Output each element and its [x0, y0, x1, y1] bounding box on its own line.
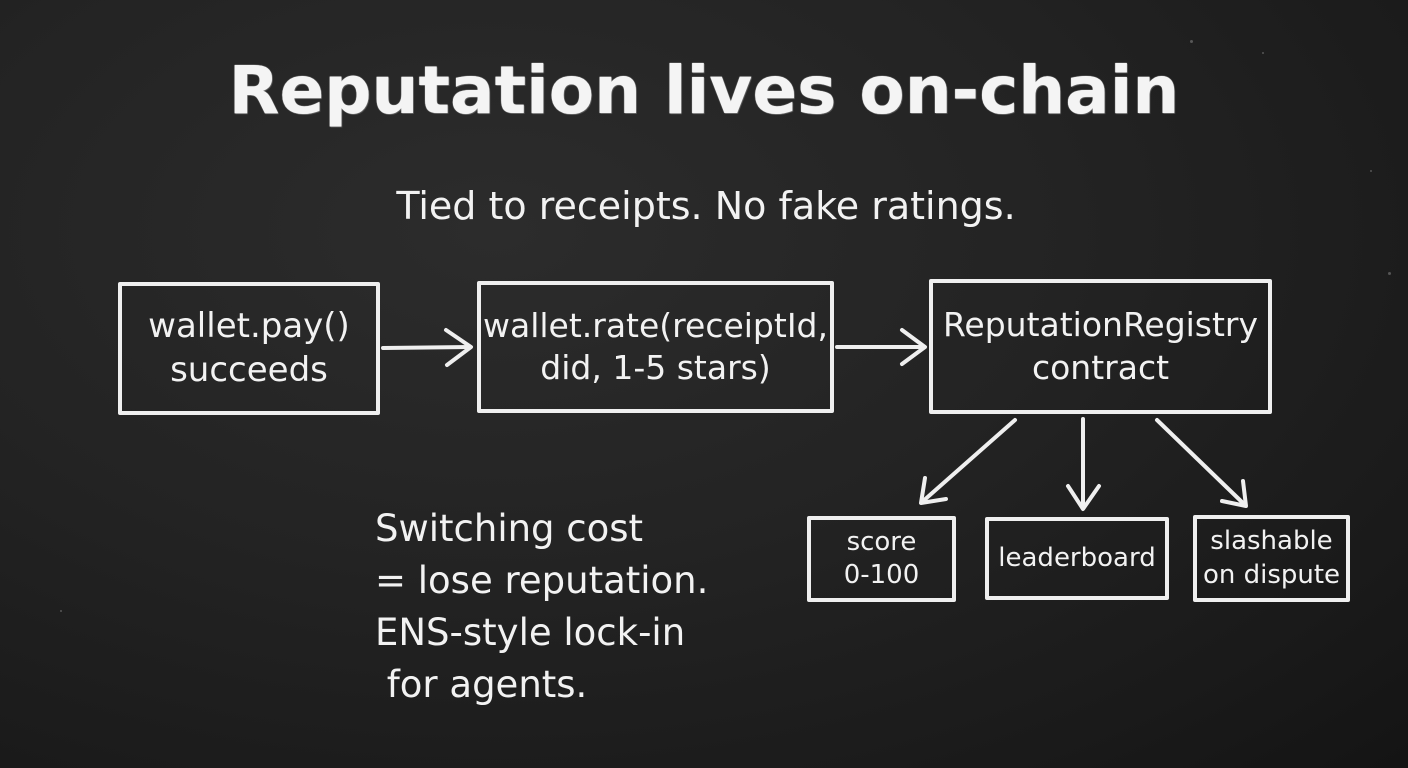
- flow-box-pay-line1: wallet.pay(): [148, 305, 350, 346]
- chalk-speck: [1190, 40, 1193, 43]
- output-box-score-line2: 0-100: [843, 560, 920, 590]
- output-box-slashable: slashable on dispute: [1193, 515, 1350, 602]
- flow-box-registry-line2: contract: [1031, 347, 1170, 387]
- flow-box-registry-line1: ReputationRegistry: [942, 305, 1259, 345]
- flow-box-pay: wallet.pay() succeeds: [118, 282, 380, 415]
- note-line2: = lose reputation.: [375, 559, 709, 602]
- chalk-speck: [60, 610, 62, 612]
- output-box-leaderboard: leaderboard: [985, 517, 1169, 600]
- switching-cost-note: Switching cost = lose reputation. ENS-st…: [375, 503, 708, 711]
- slide-subtitle: Tied to receipts. No fake ratings.: [396, 184, 1016, 228]
- flow-box-rate: wallet.rate(receiptId, did, 1-5 stars): [477, 281, 834, 413]
- flow-box-rate-line2: did, 1-5 stars): [540, 348, 771, 387]
- flow-box-registry: ReputationRegistry contract: [929, 279, 1272, 414]
- output-box-slashable-line1: slashable: [1210, 526, 1333, 557]
- output-box-slashable-line2: on dispute: [1202, 559, 1341, 590]
- note-line1: Switching cost: [375, 507, 644, 550]
- chalk-speck: [1370, 170, 1372, 172]
- slide-title: Reputation lives on-chain: [228, 52, 1180, 129]
- chalk-speck: [1262, 52, 1264, 54]
- output-box-leaderboard-line1: leaderboard: [998, 542, 1156, 573]
- note-line4: for agents.: [375, 663, 588, 706]
- flow-box-rate-line1: wallet.rate(receiptId,: [482, 305, 828, 345]
- output-box-score-line1: score: [846, 526, 917, 557]
- chalk-speck: [1388, 272, 1391, 275]
- flow-box-pay-line2: succeeds: [170, 349, 328, 390]
- output-box-score: score 0-100: [807, 516, 956, 602]
- note-line3: ENS-style lock-in: [375, 611, 686, 654]
